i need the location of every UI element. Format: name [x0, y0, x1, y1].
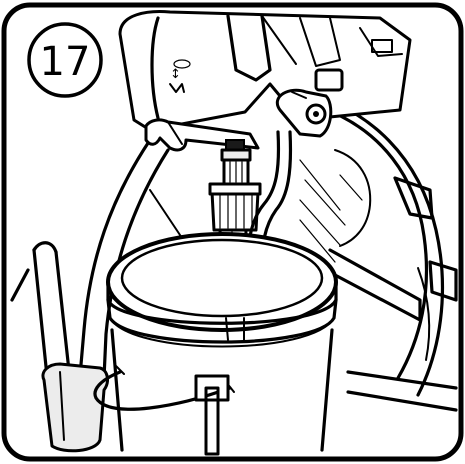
step-number-circle — [27, 22, 103, 98]
prime-valve — [276, 88, 333, 138]
motor-housing: ↕ — [118, 10, 412, 132]
background-cart-frame — [10, 90, 458, 453]
prime-valve-symbol-icon — [169, 83, 185, 93]
step-number-badge: 17 — [27, 22, 103, 98]
step-number: 17 — [40, 39, 91, 85]
prime-valve-arrow-icon: ↕ — [170, 67, 181, 82]
bucket — [93, 232, 338, 456]
